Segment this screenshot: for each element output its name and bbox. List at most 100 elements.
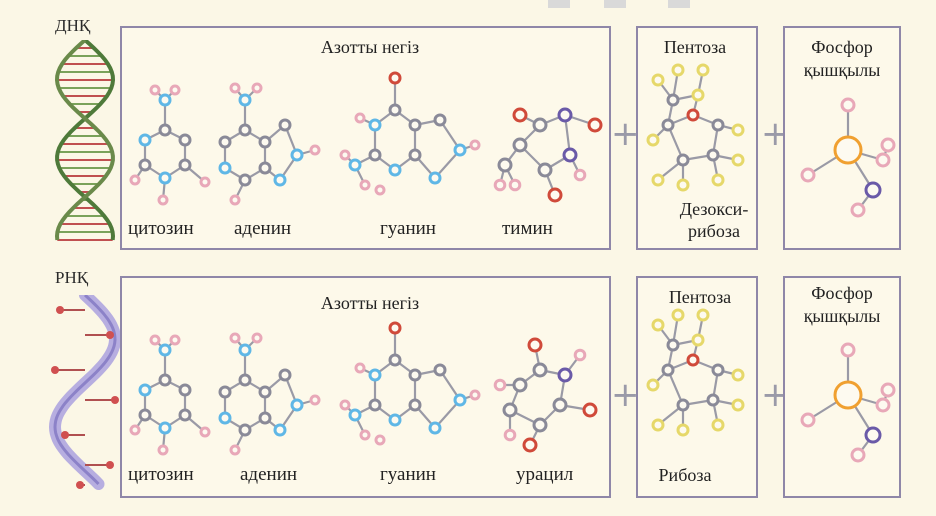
atom-C (711, 363, 725, 377)
atom-H (251, 82, 263, 94)
atom-N (158, 93, 172, 107)
atom-N (238, 93, 252, 107)
atom-H (469, 139, 481, 151)
atom-N (348, 408, 362, 422)
atom-N (453, 393, 467, 407)
atom-N (138, 133, 152, 147)
atom-H (229, 194, 241, 206)
atom-H (129, 424, 141, 436)
atom-C (158, 373, 172, 387)
dna-double-helix-illustration (54, 40, 116, 241)
atom-H (149, 334, 161, 346)
atom-O (582, 402, 598, 418)
atom-C (676, 398, 690, 412)
atom-C (532, 417, 548, 433)
atom-N (368, 118, 382, 132)
atom-O (512, 107, 528, 123)
atom-H (508, 178, 522, 192)
atom-S (691, 333, 705, 347)
atom-S (731, 368, 745, 382)
uracil-molecule (493, 337, 598, 453)
rna-base-label-cytosine: цитозин (128, 464, 194, 485)
atom-S (676, 423, 690, 437)
deoxyribose-molecule (646, 63, 745, 192)
atom-P (833, 135, 863, 165)
atom-N (368, 368, 382, 382)
atom-H (149, 84, 161, 96)
atom-S (711, 173, 725, 187)
atom-H (374, 184, 386, 196)
atom-C (532, 362, 548, 378)
atom-N (428, 421, 442, 435)
atom-C (676, 153, 690, 167)
cytosine-molecule (129, 84, 211, 206)
atom-S (671, 308, 685, 322)
atom-C (433, 363, 447, 377)
rna-base-label-guanine: гуанин (380, 464, 436, 485)
rna-base-dot (76, 481, 84, 489)
atom-S (671, 63, 685, 77)
atom-H (880, 382, 896, 398)
atom-N (428, 171, 442, 185)
atom-H (229, 444, 241, 456)
atom-S (711, 418, 725, 432)
guanine-molecule (339, 71, 481, 196)
atom-S (651, 73, 665, 87)
atom-C (178, 158, 192, 172)
atom-H (169, 84, 181, 96)
atom-S (651, 173, 665, 187)
atom-N (218, 161, 232, 175)
atom-C (238, 173, 252, 187)
adenine-molecule (218, 82, 321, 206)
atom-O (686, 108, 700, 122)
atom-N (453, 143, 467, 157)
rna-phosphoric-title-line2: қышқылы (803, 306, 881, 326)
atom-C (408, 148, 422, 162)
atom-S (676, 178, 690, 192)
atom-H (359, 429, 371, 441)
atom-C (178, 408, 192, 422)
rna-base-dot (56, 306, 64, 314)
atom-N (158, 421, 172, 435)
top-mark (668, 0, 690, 8)
atom-C (706, 148, 720, 162)
atom-H (157, 444, 169, 456)
atom-S (646, 133, 660, 147)
rna-plus-sign-1: + (611, 375, 640, 415)
dna-phosphoric-acid-box (783, 26, 901, 250)
rna-sugar-label: Рибоза (658, 465, 712, 485)
dna-sugar-label-line2: рибоза (688, 221, 740, 241)
atom-C (666, 338, 680, 352)
atom-C (258, 135, 272, 149)
atom-H (469, 389, 481, 401)
atom-H (339, 149, 351, 161)
atom-C (661, 118, 675, 132)
dna-base-label-guanine: гуанин (380, 218, 436, 239)
atom-H (840, 342, 856, 358)
atom-H (875, 152, 891, 168)
atom-H (573, 168, 587, 182)
atom-C (666, 93, 680, 107)
atom-C (497, 157, 513, 173)
atom-H (359, 179, 371, 191)
atom-C (178, 133, 192, 147)
atom-C (388, 103, 402, 117)
cytosine-molecule (129, 334, 211, 456)
top-mark (548, 0, 570, 8)
atom-M (864, 181, 882, 199)
atom-C (258, 161, 272, 175)
atom-H (800, 412, 816, 428)
rna-phosphoric-title-line1: Фосфор (811, 283, 873, 303)
top-mark (604, 0, 626, 8)
rna-base-dot (51, 366, 59, 374)
dna-phosphoric-title-line1: Фосфор (811, 37, 873, 57)
atom-H (229, 332, 241, 344)
atom-H (309, 144, 321, 156)
atom-C (706, 393, 720, 407)
atom-C (258, 411, 272, 425)
rna-base-dot (106, 461, 114, 469)
atom-C (178, 383, 192, 397)
atom-O (587, 117, 603, 133)
atom-S (651, 318, 665, 332)
